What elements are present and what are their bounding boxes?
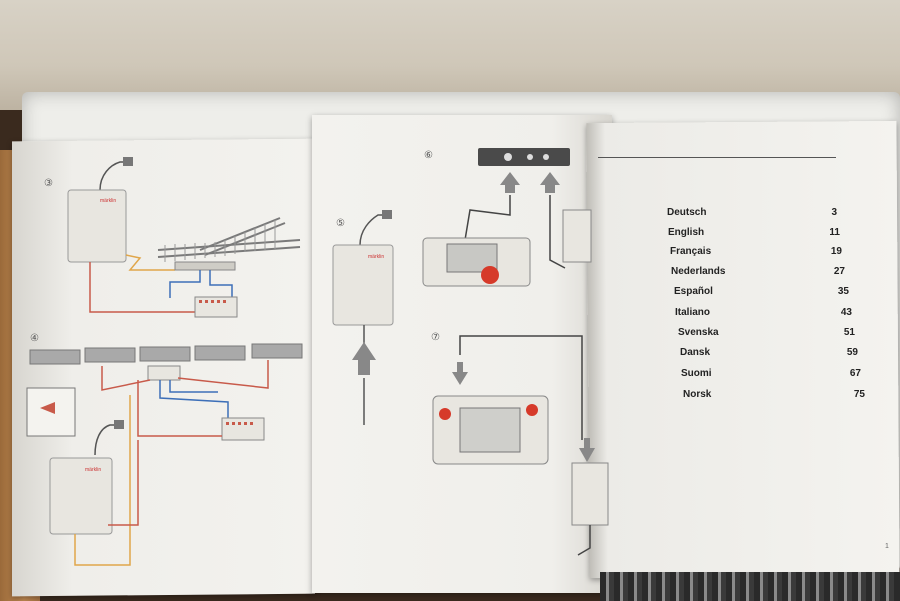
arrow-down-icon [452,362,468,385]
toc-language: Italiano [675,307,711,318]
toc-language: Norsk [683,389,712,400]
step3-diagram: märklin [67,157,301,318]
step-number-4: ④ [30,333,39,344]
arrow-up-icon [352,342,376,375]
toc-language: Suomi [681,368,712,379]
transformer-icon [67,189,127,263]
toc-page: 11 [829,227,840,238]
step4-diagram: märklin [26,343,303,566]
toc-page: 19 [830,246,842,257]
toc-language: English [668,227,705,238]
arrow-up-icon [500,172,520,193]
step6-diagram [422,148,592,287]
transformer-icon [49,457,113,535]
step7-diagram [432,335,609,556]
toc-language: Dansk [680,347,711,358]
arrow-up-icon [540,172,560,193]
toc-language: Nederlands [671,266,726,277]
toc-page: 27 [833,266,845,277]
background-wall [0,0,900,110]
corner-page-number: 1 [885,543,889,550]
toc-page: 43 [840,307,852,318]
brand-logo: märklin [100,198,116,204]
transformer-icon [332,244,394,326]
connector-panel-icon [478,148,570,166]
toc-language: Deutsch [667,207,707,218]
step-number-3: ③ [44,178,53,189]
toc-language: Svenska [678,327,719,338]
power-plug-icon [114,420,124,429]
toc-page: 35 [837,286,849,297]
toc-language: Français [670,246,712,257]
arrow-down-icon [579,438,595,462]
background-rails [600,572,900,601]
brand-logo: märklin [368,254,384,260]
stop-button-icon [526,404,538,416]
toc-page: 51 [843,327,855,338]
brand-logo: märklin [85,467,101,473]
step-number-7: ⑦ [431,332,440,343]
toc-page: 59 [846,347,858,358]
toc-language: Español [674,286,713,297]
step-number-5: ⑤ [336,218,345,229]
toc-divider [598,157,836,158]
transformer-icon [562,209,592,263]
stop-button-icon [439,408,451,420]
stop-button-icon [481,266,499,284]
transformer-icon [571,462,609,526]
power-plug-icon [123,157,133,166]
decoder-box-icon [221,417,265,441]
step-number-6: ⑥ [424,150,433,161]
toc-page: 75 [853,389,865,400]
toc-page: 67 [849,368,861,379]
toc-page: 3 [831,207,837,218]
power-plug-icon [382,210,392,219]
step5-diagram: märklin [332,210,394,425]
